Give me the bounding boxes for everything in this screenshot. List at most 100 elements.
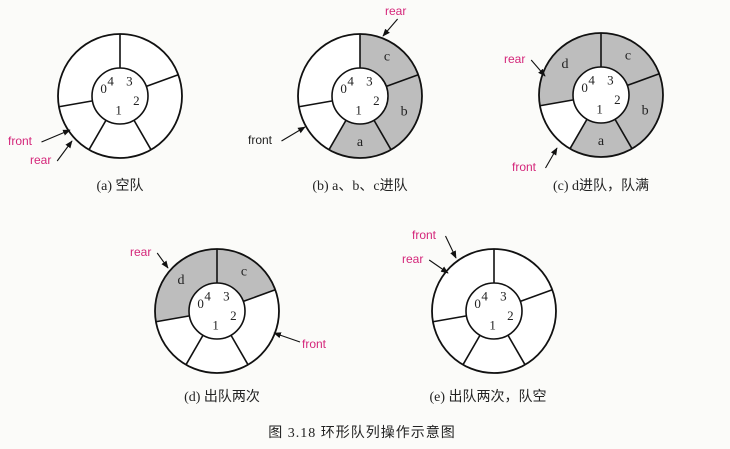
slot-index-4: 4 — [588, 73, 595, 88]
queue-slot-3 — [120, 34, 179, 87]
slot-index-0: 0 — [197, 296, 204, 311]
front-pointer-label: front — [302, 337, 327, 351]
panel-caption-b: (b) a、b、c进队 — [312, 178, 407, 194]
front-pointer-label: front — [512, 160, 537, 174]
queue-element-a: a — [357, 135, 364, 150]
panel-caption-e: (e) 出队两次，队空 — [429, 389, 546, 405]
slot-divider — [614, 118, 633, 150]
front-pointer-arrow — [545, 147, 558, 169]
rear-pointer-label: rear — [130, 245, 151, 259]
queue-element-a: a — [598, 134, 605, 149]
slot-index-3: 3 — [223, 289, 230, 304]
queue-element-c: c — [625, 49, 631, 64]
rear-pointer-arrow — [156, 252, 169, 269]
slot-divider — [373, 119, 392, 151]
queue-slot-1 — [89, 120, 151, 158]
slot-divider — [243, 289, 276, 303]
slot-index-2: 2 — [507, 308, 514, 323]
queue-slot-0 — [155, 315, 203, 365]
slot-divider — [133, 119, 152, 151]
slot-index-1: 1 — [355, 102, 362, 117]
slot-index-4: 4 — [107, 74, 114, 89]
queue-slot-4 — [432, 249, 494, 322]
slot-divider — [569, 118, 588, 150]
slot-index-3: 3 — [500, 289, 507, 304]
front-pointer-arrow — [445, 235, 457, 259]
queue-element-b: b — [642, 103, 649, 118]
queue-slot-1 — [186, 335, 248, 373]
slot-divider — [432, 315, 467, 323]
queue-slot-3 — [217, 249, 276, 302]
rear-pointer-label: rear — [385, 4, 406, 18]
rear-pointer-arrow — [382, 18, 399, 37]
rear-pointer-label: rear — [402, 252, 423, 266]
slot-divider — [155, 315, 190, 323]
front-pointer-label: front — [8, 134, 33, 148]
queue-slot-3 — [494, 249, 553, 302]
queue-slot-0 — [432, 315, 480, 365]
queue-slot-4 — [538, 33, 601, 106]
slot-divider — [230, 334, 249, 366]
slot-index-2: 2 — [373, 93, 380, 108]
slot-index-2: 2 — [133, 93, 140, 108]
slot-divider — [58, 100, 93, 108]
queue-slot-2 — [508, 289, 556, 365]
slot-divider — [507, 334, 526, 366]
slot-index-4: 4 — [347, 74, 354, 89]
figure-caption: 图 3.18 环形队列操作示意图 — [268, 424, 456, 441]
queue-slot-0 — [298, 100, 346, 150]
panel-caption-a: (a) 空队 — [96, 178, 143, 194]
slot-index-2: 2 — [614, 92, 621, 107]
rear-pointer-arrow — [56, 140, 73, 162]
slot-divider — [328, 119, 347, 151]
slot-index-1: 1 — [212, 317, 219, 332]
queue-element-d: d — [177, 273, 184, 288]
front-pointer-label: front — [248, 133, 273, 147]
slot-divider — [185, 334, 204, 366]
slot-index-0: 0 — [474, 296, 481, 311]
slot-index-1: 1 — [596, 101, 603, 116]
slot-divider — [539, 99, 574, 107]
inner-hub — [465, 282, 523, 340]
inner-hub — [572, 66, 630, 124]
inner-hub — [188, 282, 246, 340]
queue-element-b: b — [401, 104, 408, 119]
slot-index-0: 0 — [100, 81, 107, 96]
slot-divider — [520, 289, 553, 303]
front-pointer-arrow — [273, 332, 301, 343]
queue-slot-2 — [374, 74, 422, 150]
slot-index-1: 1 — [489, 317, 496, 332]
queue-slot-0 — [58, 100, 106, 150]
panel-caption-d: (d) 出队两次 — [184, 389, 260, 405]
queue-element-d: d — [561, 57, 568, 72]
slot-index-4: 4 — [204, 289, 211, 304]
inner-hub — [91, 67, 149, 125]
slot-divider — [146, 74, 179, 88]
slot-divider — [88, 119, 107, 151]
slot-index-3: 3 — [607, 73, 614, 88]
front-pointer-arrow — [281, 126, 306, 142]
inner-hub — [331, 67, 389, 125]
slot-index-4: 4 — [481, 289, 488, 304]
queue-slot-3 — [360, 34, 419, 87]
slot-index-3: 3 — [366, 74, 373, 89]
queue-slot-0 — [539, 99, 587, 149]
queue-slot-2 — [615, 73, 663, 149]
queue-slot-2 — [134, 74, 182, 150]
rear-pointer-label: rear — [30, 153, 51, 167]
queue-slot-3 — [601, 33, 660, 86]
rear-pointer-label: rear — [504, 52, 525, 66]
slot-divider — [298, 100, 333, 108]
slot-index-2: 2 — [230, 308, 237, 323]
front-pointer-label: front — [412, 228, 437, 242]
queue-element-c: c — [241, 265, 247, 280]
slot-divider — [386, 74, 419, 88]
queue-slot-4 — [298, 34, 360, 107]
